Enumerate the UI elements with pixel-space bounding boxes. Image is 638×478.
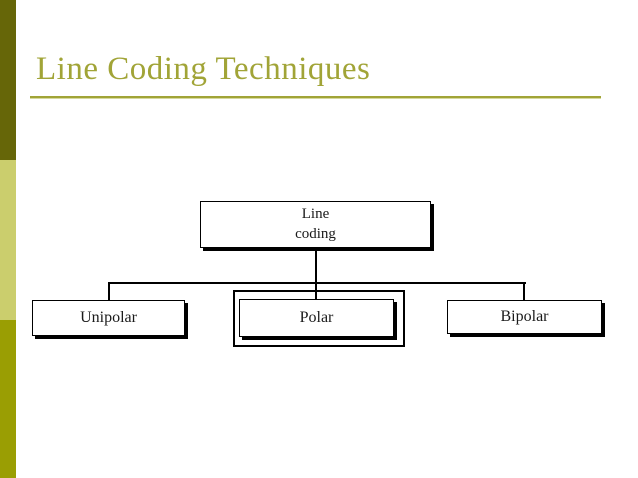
node-polar-highlight-frame (233, 290, 405, 347)
connector-root-vertical (315, 248, 317, 283)
node-line-coding: Line coding (200, 201, 431, 248)
sidebar-band-medium (0, 320, 16, 478)
sidebar-decoration (0, 0, 16, 478)
sidebar-band-dark (0, 0, 16, 160)
page-title: Line Coding Techniques (36, 51, 371, 87)
node-bipolar: Bipolar (447, 300, 602, 334)
connector-bipolar-vertical (523, 282, 525, 302)
sidebar-band-light (0, 160, 16, 320)
node-unipolar: Unipolar (32, 300, 185, 336)
connector-unipolar-vertical (108, 282, 110, 302)
node-polar: Polar (239, 299, 394, 337)
title-underline (30, 96, 601, 99)
connector-horizontal-bus (108, 282, 526, 284)
